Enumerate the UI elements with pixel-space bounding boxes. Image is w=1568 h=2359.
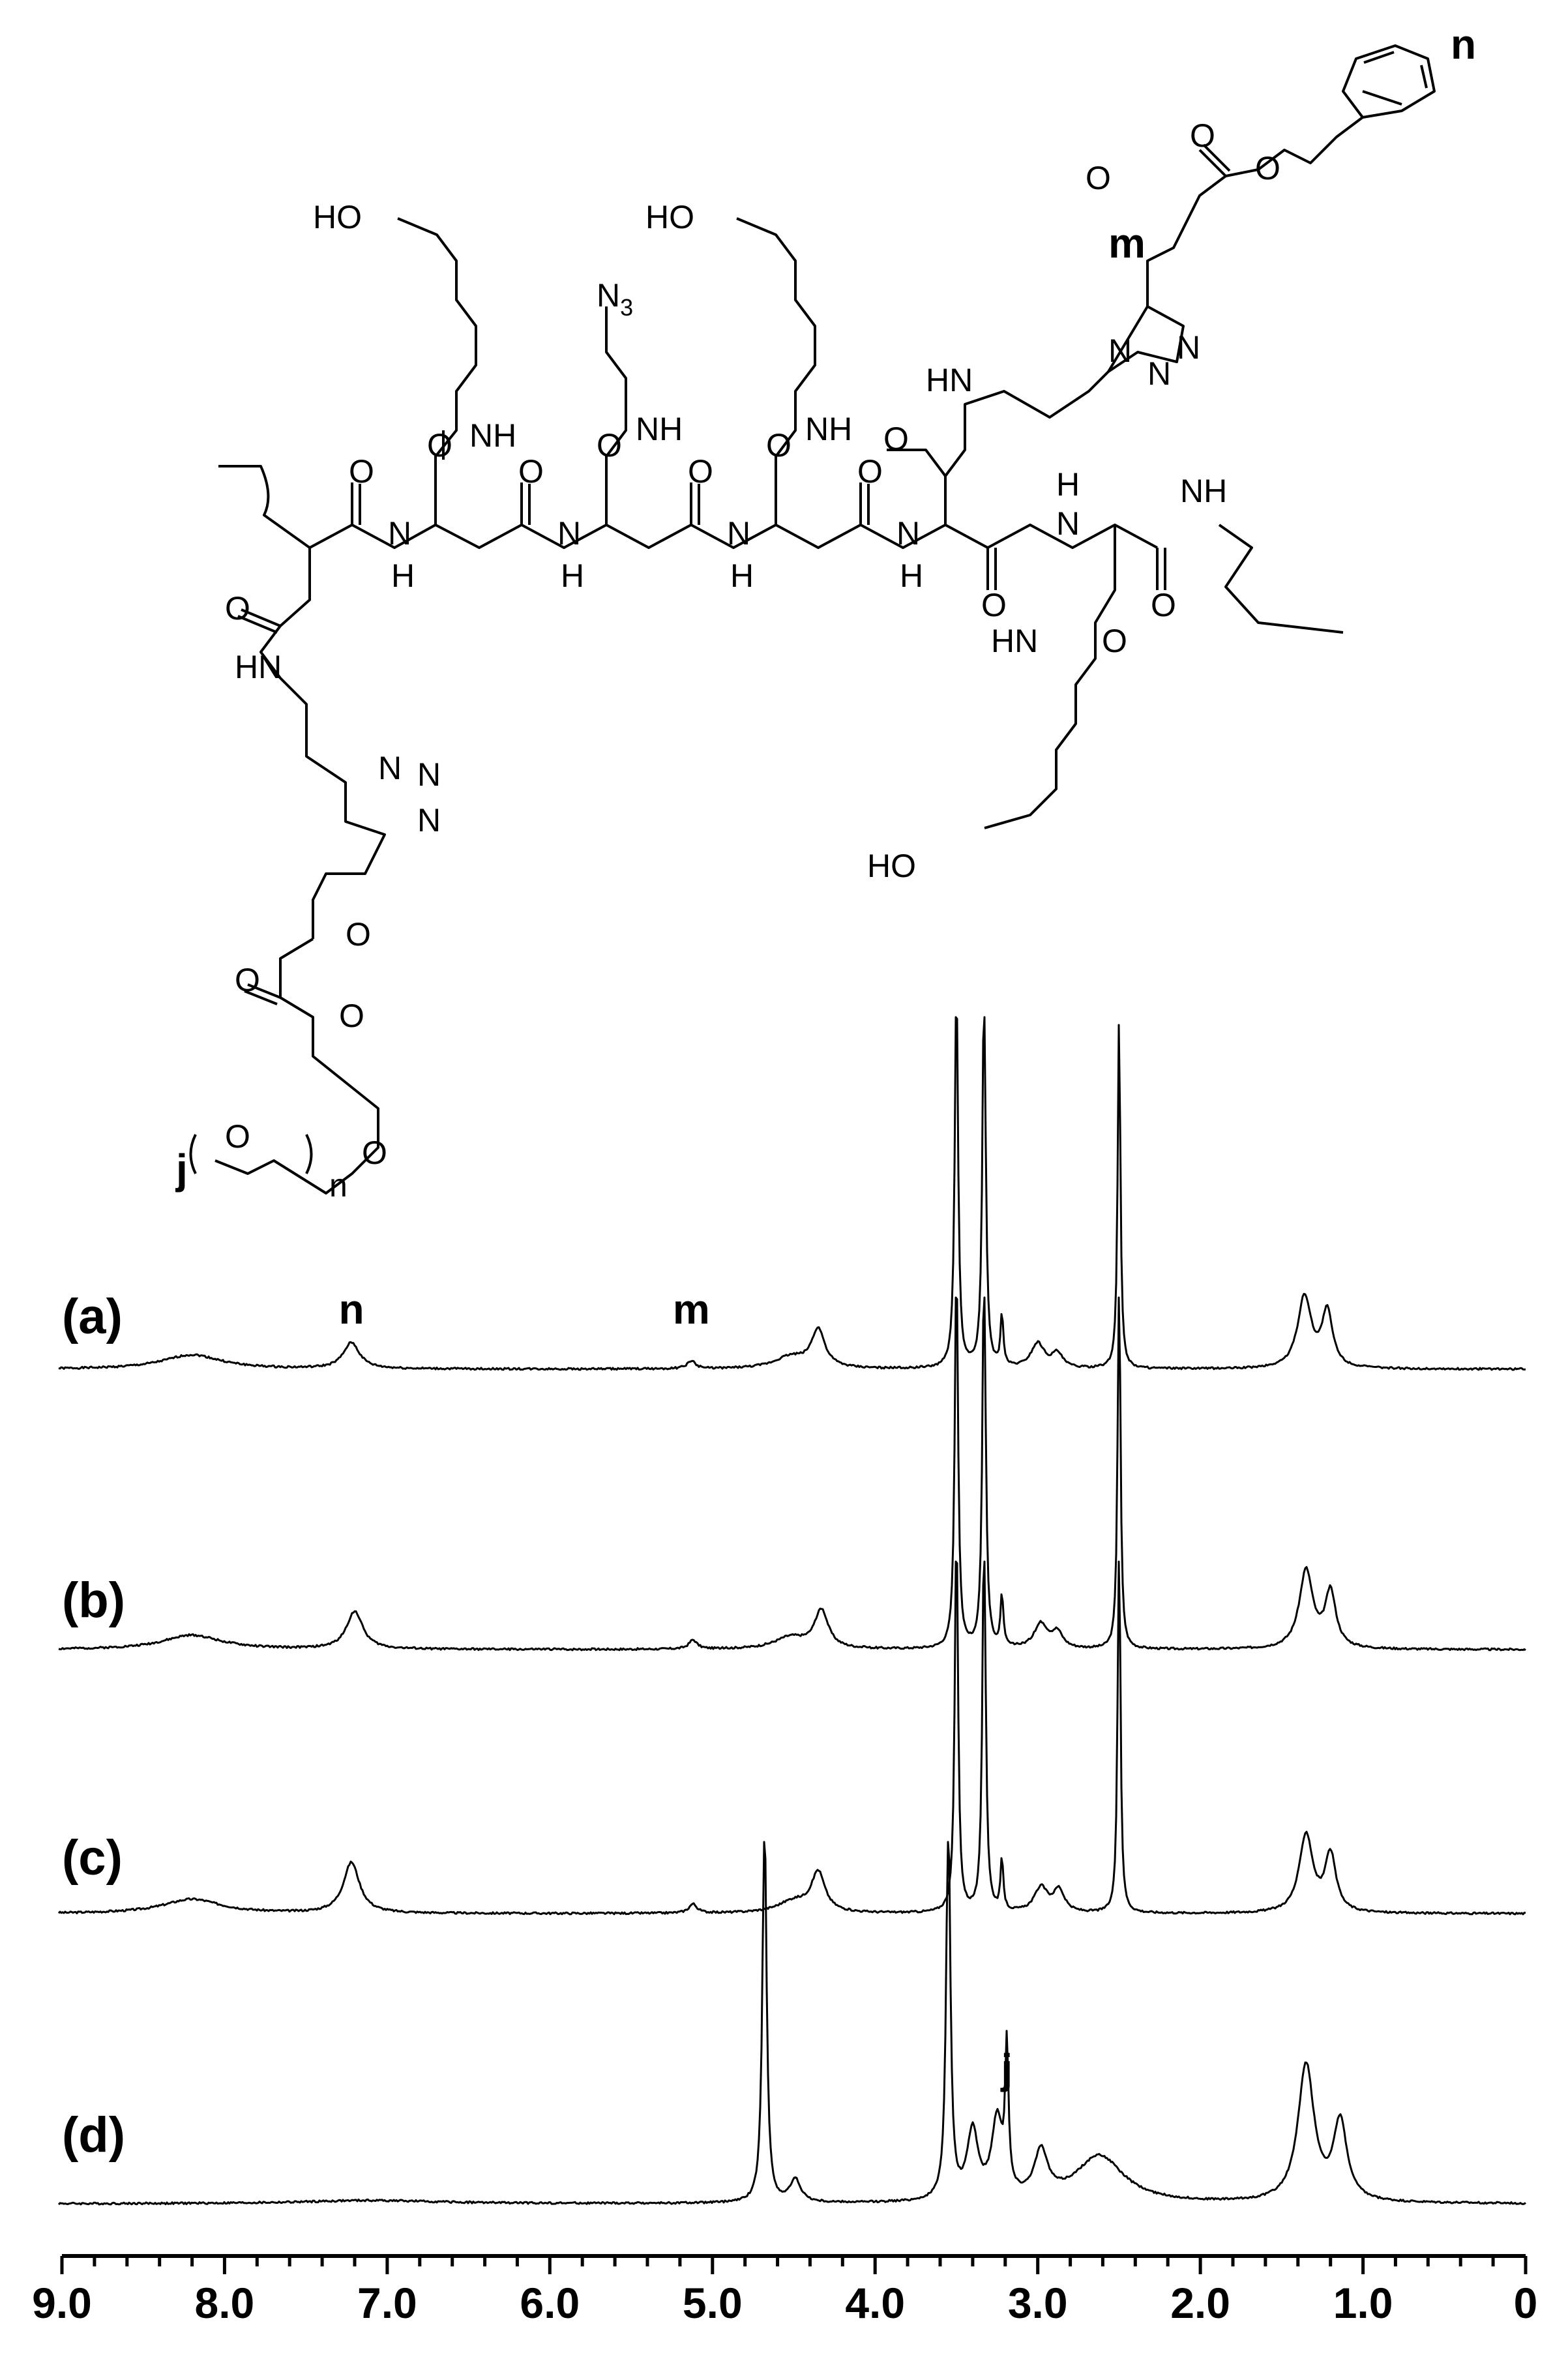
atom-o-1: O — [349, 453, 374, 490]
atom-h-3: H — [730, 557, 754, 594]
panel-label-d: (d) — [62, 2107, 125, 2163]
x-tick-label: 4.0 — [845, 2279, 905, 2327]
atom-n3: N3 — [597, 277, 633, 321]
atom-ho-2: HO — [645, 199, 694, 235]
spectrum-trace-d — [57, 1841, 1526, 2206]
atom-h-4: H — [900, 557, 923, 594]
atom-hn-3: HN — [991, 623, 1038, 659]
x-tick-label: 2.0 — [1170, 2279, 1230, 2327]
peak-label-n: n — [338, 1286, 364, 1333]
atom-o-15: O — [1255, 150, 1280, 186]
atom-n-1: N — [388, 515, 411, 552]
atom-o-4: O — [597, 427, 622, 464]
peak-annotations: n m j — [338, 1286, 1013, 2092]
atom-o-2: O — [427, 427, 452, 464]
peak-label-j: j — [1000, 2045, 1013, 2092]
atom-o-6: O — [766, 427, 791, 464]
atom-hn-2: HN — [235, 649, 282, 685]
atom-nh-1: NH — [469, 417, 516, 454]
label-m-structure: m — [1108, 220, 1146, 267]
panel-label-b: (b) — [62, 1573, 125, 1628]
atom-n-4: N — [896, 515, 920, 552]
spectrum-trace-a — [58, 1016, 1526, 1371]
panel-label-a: (a) — [62, 1289, 123, 1344]
label-j-structure: j — [175, 1146, 188, 1193]
atom-n-repeat: n — [329, 1167, 348, 1204]
atom-o-3: O — [518, 453, 544, 490]
atom-h-5: H — [1056, 466, 1080, 503]
atom-n-5: N — [1056, 505, 1080, 542]
atom-n-3: N — [727, 515, 750, 552]
atom-triazole-n2: N — [1147, 355, 1171, 392]
atom-o-5: O — [688, 453, 713, 490]
atom-o-18: O — [339, 998, 364, 1034]
x-tick-label: 8.0 — [195, 2279, 255, 2327]
atom-nh-2: NH — [636, 411, 683, 447]
atom-o-9: O — [981, 587, 1007, 623]
x-tick-label: 7.0 — [357, 2279, 417, 2327]
spectrum-trace-c — [57, 1560, 1526, 1916]
atom-o-14: O — [1190, 117, 1215, 154]
atom-triazole2-n3: N — [417, 802, 441, 838]
atom-triazole-n3: N — [1177, 329, 1200, 366]
x-tick-label: 6.0 — [520, 2279, 580, 2327]
atom-o-11: O — [1151, 587, 1176, 623]
atom-hn-1: HN — [926, 362, 973, 398]
atom-ho-3: HO — [867, 848, 916, 884]
atom-nh-3: NH — [805, 411, 852, 447]
chemical-structure — [214, 44, 1436, 1194]
atom-triazole2-n2: N — [417, 756, 441, 793]
atom-o-19: O — [362, 1135, 387, 1171]
structure-labels: HO HO HO N3 NH NH NH HN HN HN NH N H N H… — [175, 21, 1476, 1204]
atom-o-12: O — [225, 590, 250, 627]
spectrum-trace-b — [58, 1296, 1526, 1652]
x-tick-label: 3.0 — [1008, 2279, 1068, 2327]
atom-h-2: H — [561, 557, 584, 594]
panel-labels: (a) (b) (c) (d) — [62, 1289, 125, 2163]
panel-label-c: (c) — [62, 1830, 123, 1886]
atom-triazole2-n1: N — [378, 750, 402, 786]
x-tick-label: 9.0 — [32, 2279, 92, 2327]
x-tick-label: 0 — [1514, 2279, 1538, 2327]
atom-o-20: O — [225, 1118, 250, 1155]
atom-o-10: O — [1102, 623, 1127, 659]
atom-h-1: H — [391, 557, 415, 594]
atom-o-17: O — [235, 962, 260, 998]
nmr-spectra — [57, 1016, 1526, 2206]
atom-o-16: O — [346, 916, 371, 953]
x-axis: 9.0 8.0 7.0 6.0 5.0 4.0 3.0 2.0 1.0 0 — [32, 2254, 1538, 2327]
peak-label-m: m — [673, 1286, 710, 1333]
atom-o-8: O — [883, 421, 909, 457]
atom-ho-1: HO — [313, 199, 362, 235]
atom-triazole-n1: N — [1108, 333, 1132, 369]
atom-n-2: N — [557, 515, 581, 552]
atom-o-13: O — [1086, 160, 1111, 196]
x-tick-label: 5.0 — [683, 2279, 743, 2327]
x-tick-label: 1.0 — [1333, 2279, 1393, 2327]
label-n-structure: n — [1451, 21, 1476, 68]
atom-o-7: O — [857, 453, 883, 490]
atom-nh-4: NH — [1180, 473, 1227, 509]
